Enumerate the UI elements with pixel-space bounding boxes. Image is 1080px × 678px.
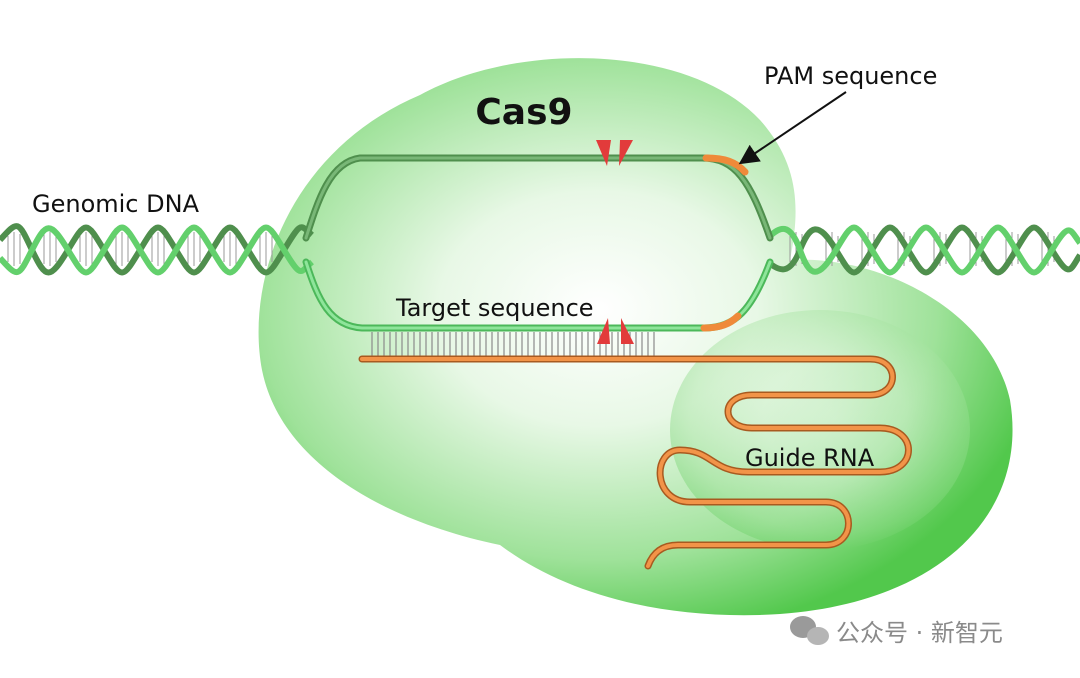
cut-triangle-top-left xyxy=(596,140,611,166)
wechat-icon xyxy=(790,616,829,645)
genomic-dna-label: Genomic DNA xyxy=(32,190,200,218)
cut-sites xyxy=(596,140,634,344)
cut-site-bottom xyxy=(597,318,634,344)
genomic-dna-right xyxy=(765,224,1080,276)
cas9-label: Cas9 xyxy=(475,92,572,133)
helix-rungs-left xyxy=(7,232,273,266)
helix-strand-light-left xyxy=(0,224,314,276)
guide-rna xyxy=(358,355,912,570)
helix-strand-light-right xyxy=(765,224,1080,276)
pam-segment-bottom xyxy=(700,312,742,332)
guide-rna-label: Guide RNA xyxy=(745,444,875,472)
pam-segment-top xyxy=(702,154,749,176)
pam-sequence-label: PAM sequence xyxy=(764,62,937,90)
watermark-text: 公众号 · 新智元 xyxy=(836,619,1003,647)
cut-triangle-bottom-right xyxy=(621,318,634,344)
cut-site-top xyxy=(596,140,633,166)
base-pairs xyxy=(371,332,655,356)
helix-strand-dark-right xyxy=(766,224,1080,276)
target-sequence-label: Target sequence xyxy=(395,294,594,322)
helix-strand-dark-left xyxy=(0,223,314,276)
pam-arrow xyxy=(738,91,847,165)
unwound-dna xyxy=(302,154,774,332)
genomic-dna-left xyxy=(0,223,314,276)
target-strand-inner xyxy=(304,260,772,330)
cut-triangle-top-right xyxy=(619,140,633,166)
watermark: 公众号 · 新智元 xyxy=(790,616,1003,647)
pam-arrow-line xyxy=(738,91,847,165)
cut-triangle-bottom-left xyxy=(597,318,610,344)
guide-rna-ribbon xyxy=(360,357,911,568)
non-target-strand-inner xyxy=(304,156,772,240)
